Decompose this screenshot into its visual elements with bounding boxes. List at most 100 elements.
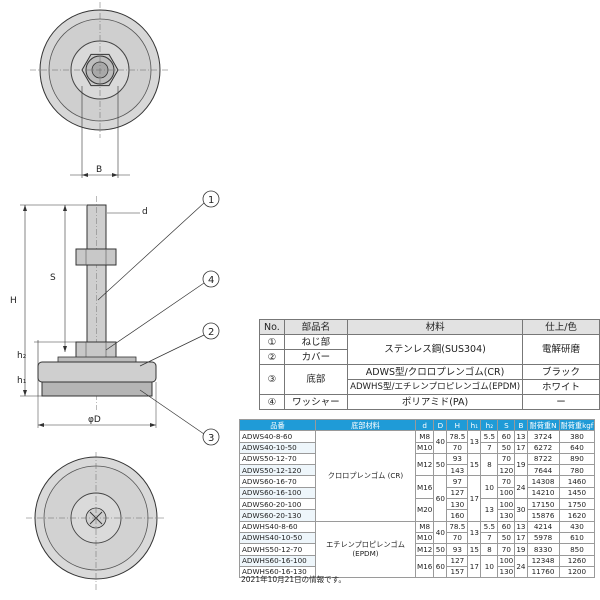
spec-header-row: 品番 底部材料 d D H h₁ h₂ S B 耐荷重N 耐荷重kgf <box>239 418 596 432</box>
spec-table: 品番 底部材料 d D H h₁ h₂ S B 耐荷重N 耐荷重kgf ADWS… <box>239 418 596 579</box>
spec-row: ADWHS60-16-100 M16 60 127 17 10 100 24 1… <box>239 554 596 579</box>
S-cell: 60 <box>497 430 516 443</box>
callout-1: 1 <box>208 195 214 206</box>
load-n-cell: 6272 <box>526 441 560 454</box>
H-cell: 127 <box>446 554 469 567</box>
h1-cell: 17 <box>467 554 482 579</box>
d-cell: M8 <box>414 520 435 533</box>
load-kgf-cell: 640 <box>558 441 596 454</box>
H-cell: 78.5 <box>446 520 469 533</box>
parts-header-name: 部品名 <box>283 319 349 335</box>
load-n-cell: 11760 <box>526 565 560 579</box>
S-cell: 100 <box>497 554 516 567</box>
load-kgf-cell: 1620 <box>558 509 596 522</box>
part-material: ポリアミド(PA) <box>347 394 524 410</box>
spec-row: ADWS50-12-70 M12 50 93 15 8 70 19 8722 8… <box>239 452 596 477</box>
load-n-cell: 7644 <box>526 464 560 477</box>
load-kgf-cell: 890 <box>558 452 596 466</box>
part-material: ADWHS型/エチレンプロピレンゴム(EPDM) <box>347 379 524 395</box>
dimension-h-label: H <box>10 296 17 306</box>
part-finish: ブラック <box>522 364 600 380</box>
d-cell: M12 <box>414 543 435 556</box>
part-material: ADWS型/クロロプレンゴム(CR) <box>347 364 524 380</box>
model-cell: ADWHS50-12-70 <box>239 543 316 556</box>
part-material: ステンレス鋼(SUS304) <box>347 334 524 365</box>
bottom-view <box>26 452 166 590</box>
spec-header-H: H <box>446 418 469 432</box>
B-cell: 19 <box>514 543 528 556</box>
B-cell: 13 <box>514 520 528 533</box>
callout-2: 2 <box>208 327 214 338</box>
model-cell: ADWS50-12-120 <box>239 464 316 477</box>
spec-header-material: 底部材料 <box>315 418 416 432</box>
part-name: カバー <box>283 349 349 365</box>
part-name: ワッシャー <box>283 394 349 410</box>
spec-row: ADWHS50-12-70 M12 50 93 15 8 70 19 8330 … <box>239 543 596 556</box>
model-cell: ADWS40-10-50 <box>239 441 316 454</box>
parts-row: ④ ワッシャー ポリアミド(PA) ー <box>259 394 600 410</box>
load-kgf-cell: 430 <box>558 520 596 533</box>
spec-row: ADWHS60-16-130 157 130 11760 1200 <box>239 565 596 579</box>
h1-cell: 13 <box>467 520 482 545</box>
spec-row: ADWS40-10-50 M10 70 7 50 17 6272 640 <box>239 441 596 454</box>
dimension-phi-d-label: φD <box>88 415 101 425</box>
material-epdm-line2: (EPDM) <box>352 549 379 559</box>
load-n-cell: 15876 <box>526 509 560 522</box>
B-cell: 30 <box>514 498 528 522</box>
top-view: B <box>30 2 170 178</box>
spec-header-model: 品番 <box>239 418 316 432</box>
B-cell: 13 <box>514 430 528 443</box>
model-cell: ADWHS40-8-60 <box>239 520 316 533</box>
S-cell: 50 <box>497 531 516 545</box>
model-cell: ADWS60-16-100 <box>239 486 316 500</box>
D-cell: 40 <box>433 520 448 545</box>
H-cell: 143 <box>446 464 469 477</box>
dimension-h2-label: h₂ <box>17 351 27 361</box>
H-cell: 97 <box>446 475 469 488</box>
h2-cell: 10 <box>480 554 499 579</box>
B-cell: 17 <box>514 441 528 454</box>
load-n-cell: 5978 <box>526 531 560 545</box>
load-kgf-cell: 380 <box>558 430 596 443</box>
spec-row: ADWS40-8-60 クロロプレンゴム (CR) M8 40 78.5 13 … <box>239 430 596 522</box>
h2-cell: 10 <box>480 475 499 500</box>
load-kgf-cell: 1260 <box>558 554 596 567</box>
load-n-cell: 14308 <box>526 475 560 488</box>
spec-row: ADWS60-20-130 160 130 15876 1620 <box>239 509 596 522</box>
dimension-b-label: B <box>96 165 102 175</box>
S-cell: 120 <box>497 464 516 477</box>
D-cell: 40 <box>433 430 448 454</box>
S-cell: 50 <box>497 441 516 454</box>
H-cell: 78.5 <box>446 430 469 443</box>
h2-cell: 8 <box>480 452 499 477</box>
d-cell: M12 <box>414 452 435 477</box>
d-cell: M10 <box>414 531 435 545</box>
B-cell: 24 <box>514 554 528 579</box>
part-no: ① <box>259 334 285 350</box>
B-cell: 19 <box>514 452 528 477</box>
load-n-cell: 17150 <box>526 498 560 511</box>
H-cell: 93 <box>446 452 469 466</box>
part-no: ③ <box>259 364 285 395</box>
spec-date-note: 2021年10月21日の情報です。 <box>241 575 346 584</box>
H-cell: 157 <box>446 565 469 579</box>
model-cell: ADWHS60-16-100 <box>239 554 316 567</box>
spec-header-load-n: 耐荷重N <box>526 418 560 432</box>
load-n-cell: 12348 <box>526 554 560 567</box>
side-view: d S H h₂ h₁ φD 1 4 2 <box>10 190 220 446</box>
H-cell: 127 <box>446 486 469 500</box>
spec-header-d: d <box>414 418 435 432</box>
part-finish: 電解研磨 <box>522 334 600 365</box>
d-cell: M8 <box>414 430 435 443</box>
h2-cell: 7 <box>480 441 499 454</box>
model-cell: ADWHS40-10-50 <box>239 531 316 545</box>
S-cell: 100 <box>497 486 516 500</box>
model-cell: ADWS60-16-70 <box>239 475 316 488</box>
model-cell: ADWS60-20-130 <box>239 509 316 522</box>
model-cell: ADWS60-20-100 <box>239 498 316 511</box>
material-cell-cr: クロロプレンゴム (CR) <box>315 430 416 522</box>
load-kgf-cell: 1750 <box>558 498 596 511</box>
material-epdm-line1: エチレンプロピレンゴム <box>326 540 405 550</box>
parts-header-finish: 仕上/色 <box>522 319 600 335</box>
